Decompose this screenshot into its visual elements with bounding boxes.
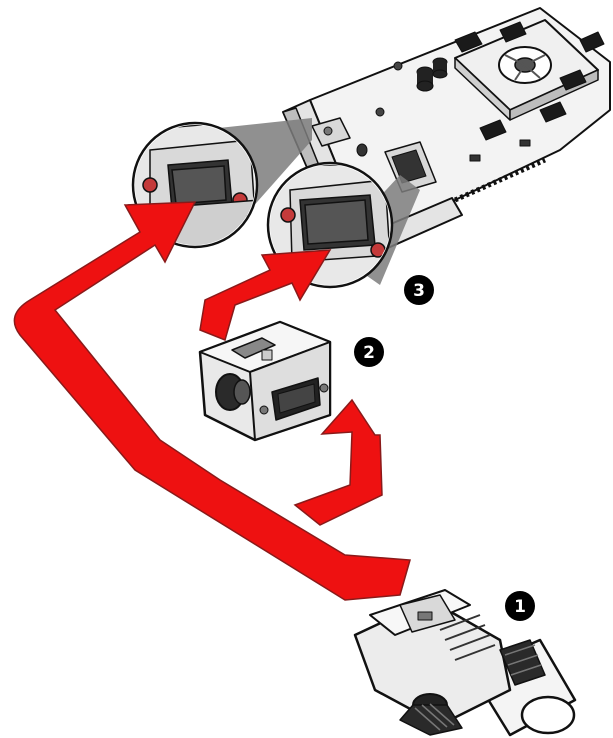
connection-arrows [13,201,411,601]
step-number-1: 1 [514,597,526,617]
arrow-cable-to-vga-port [13,201,411,601]
step-badge-3: 3 [404,275,434,305]
dvi-to-vga-adapter [198,320,332,442]
step-number-3: 3 [413,281,425,301]
vga-cable-connector [353,589,577,737]
step-badge-1: 1 [505,591,535,621]
arrow-cable-to-adapter [293,398,383,526]
step-badge-2: 2 [354,337,384,367]
step-number-2: 2 [363,343,375,363]
arrow-adapter-to-dvi-port [199,249,332,342]
